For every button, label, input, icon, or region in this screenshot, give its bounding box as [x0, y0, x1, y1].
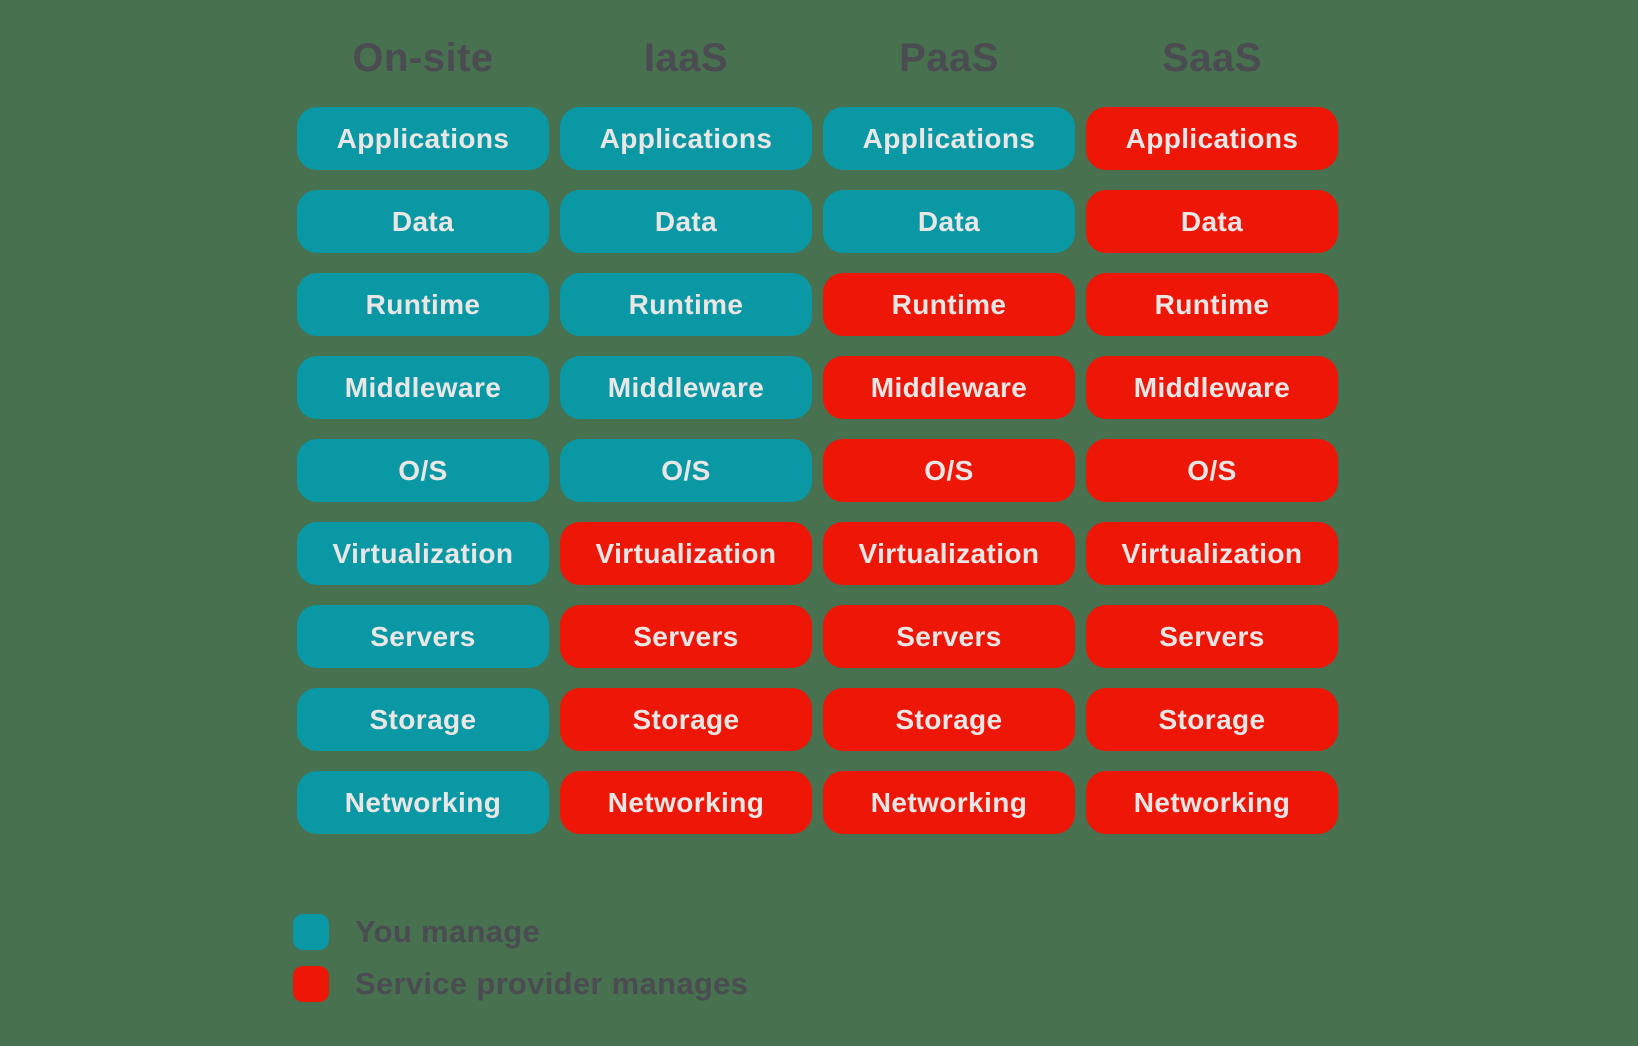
cell-iaas-servers: Servers: [560, 605, 812, 668]
cell-saas-middleware: Middleware: [1086, 356, 1338, 419]
cell-iaas-applications: Applications: [560, 107, 812, 170]
column-saas: SaaS Applications Data Runtime Middlewar…: [1086, 30, 1338, 834]
cell-paas-applications: Applications: [823, 107, 1075, 170]
cell-onsite-storage: Storage: [297, 688, 549, 751]
cell-saas-virtualization: Virtualization: [1086, 522, 1338, 585]
cell-saas-storage: Storage: [1086, 688, 1338, 751]
legend-row-provider-manages: Service provider manages: [293, 966, 748, 1002]
cell-iaas-virtualization: Virtualization: [560, 522, 812, 585]
cell-onsite-os: O/S: [297, 439, 549, 502]
cell-iaas-os: O/S: [560, 439, 812, 502]
cell-paas-networking: Networking: [823, 771, 1075, 834]
cell-saas-os: O/S: [1086, 439, 1338, 502]
cell-iaas-storage: Storage: [560, 688, 812, 751]
cell-saas-networking: Networking: [1086, 771, 1338, 834]
you-manage-swatch-icon: [293, 914, 329, 950]
cell-onsite-applications: Applications: [297, 107, 549, 170]
column-paas: PaaS Applications Data Runtime Middlewar…: [823, 30, 1075, 834]
cell-paas-data: Data: [823, 190, 1075, 253]
cell-iaas-networking: Networking: [560, 771, 812, 834]
cell-onsite-runtime: Runtime: [297, 273, 549, 336]
cell-onsite-servers: Servers: [297, 605, 549, 668]
legend-label-provider-manages: Service provider manages: [355, 966, 749, 1001]
cell-iaas-middleware: Middleware: [560, 356, 812, 419]
responsibility-matrix: On-site Applications Data Runtime Middle…: [297, 30, 1338, 834]
legend-row-you-manage: You manage: [293, 914, 748, 950]
cell-paas-virtualization: Virtualization: [823, 522, 1075, 585]
cell-paas-middleware: Middleware: [823, 356, 1075, 419]
cell-iaas-runtime: Runtime: [560, 273, 812, 336]
column-header-onsite: On-site: [352, 36, 494, 80]
cell-paas-servers: Servers: [823, 605, 1075, 668]
cell-saas-data: Data: [1086, 190, 1338, 253]
cell-iaas-data: Data: [560, 190, 812, 253]
provider-manages-swatch-icon: [293, 966, 329, 1002]
cell-onsite-data: Data: [297, 190, 549, 253]
cell-saas-applications: Applications: [1086, 107, 1338, 170]
cell-paas-os: O/S: [823, 439, 1075, 502]
cell-onsite-middleware: Middleware: [297, 356, 549, 419]
cloud-service-models-diagram: On-site Applications Data Runtime Middle…: [297, 30, 1338, 834]
legend: You manage Service provider manages: [293, 914, 748, 1018]
column-header-paas: PaaS: [899, 36, 999, 80]
cell-paas-storage: Storage: [823, 688, 1075, 751]
cell-saas-runtime: Runtime: [1086, 273, 1338, 336]
column-header-saas: SaaS: [1162, 36, 1262, 80]
cell-onsite-virtualization: Virtualization: [297, 522, 549, 585]
cell-onsite-networking: Networking: [297, 771, 549, 834]
column-onsite: On-site Applications Data Runtime Middle…: [297, 30, 549, 834]
cell-paas-runtime: Runtime: [823, 273, 1075, 336]
legend-label-you-manage: You manage: [355, 914, 541, 949]
column-iaas: IaaS Applications Data Runtime Middlewar…: [560, 30, 812, 834]
column-header-iaas: IaaS: [643, 36, 729, 80]
cell-saas-servers: Servers: [1086, 605, 1338, 668]
